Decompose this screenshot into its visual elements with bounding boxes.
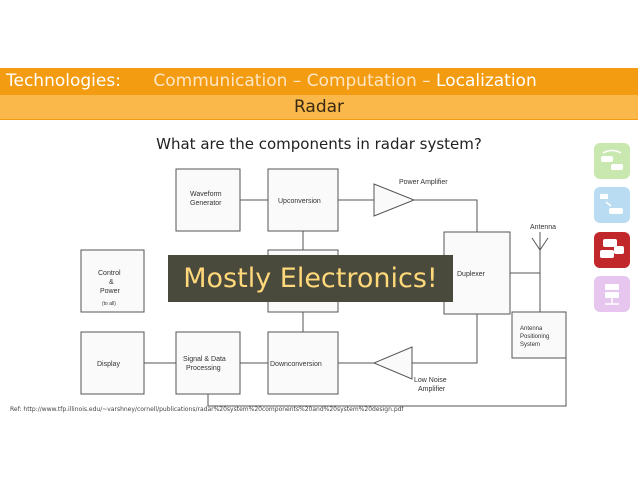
mostly-electronics-callout: Mostly Electronics! bbox=[168, 255, 453, 302]
control-box bbox=[80, 249, 145, 313]
antenna-pos-label: Antenna bbox=[520, 326, 543, 332]
header-nav: Technologies: Communication – Computatio… bbox=[6, 71, 537, 91]
signal-processing-box bbox=[175, 331, 241, 395]
control-label: Control bbox=[98, 270, 121, 277]
nav-separator: – bbox=[422, 71, 431, 91]
display-box bbox=[80, 331, 145, 395]
lna-label-2: Amplifier bbox=[418, 386, 446, 393]
signal-label: Signal & Data bbox=[183, 356, 226, 363]
header-band: Technologies: Communication – Computatio… bbox=[0, 68, 638, 120]
antenna-positioning-box bbox=[511, 311, 567, 359]
section-title: Radar bbox=[0, 95, 638, 119]
header-label: Technologies: bbox=[6, 71, 121, 91]
nav-communication[interactable]: Communication bbox=[153, 71, 288, 91]
downconversion-label: Downconversion bbox=[270, 361, 322, 368]
control-label-2: & bbox=[109, 279, 114, 286]
server-icon[interactable] bbox=[594, 276, 630, 312]
slide-question: What are the components in radar system? bbox=[156, 135, 482, 153]
display-label: Display bbox=[97, 361, 120, 368]
lna-symbol bbox=[372, 346, 413, 380]
reference-link[interactable]: Ref: http://www.tfp.illinois.edu/~varshn… bbox=[10, 406, 404, 413]
satellite-car-icon[interactable] bbox=[594, 187, 630, 223]
nav-localization[interactable]: Localization bbox=[436, 71, 537, 91]
power-amplifier-symbol bbox=[373, 183, 416, 217]
signal-label-2: Processing bbox=[186, 365, 221, 372]
waveform-label-2: Generator bbox=[190, 200, 222, 207]
upconversion-box bbox=[267, 168, 339, 232]
waveform-label: Waveform bbox=[190, 191, 222, 198]
antenna-label: Antenna bbox=[530, 224, 556, 231]
antenna-pos-label-3: System bbox=[520, 342, 540, 348]
lna-label: Low Noise bbox=[414, 377, 447, 384]
duplexer-label: Duplexer bbox=[457, 271, 486, 278]
cars-icon[interactable] bbox=[594, 232, 630, 268]
network-cars-icon[interactable] bbox=[594, 143, 630, 179]
control-label-3: Power bbox=[100, 288, 121, 295]
top-whitespace bbox=[0, 0, 638, 68]
power-amplifier-label: Power Amplifier bbox=[399, 179, 448, 186]
control-note: (to all) bbox=[102, 301, 116, 307]
nav-separator: – bbox=[292, 71, 302, 91]
nav-computation[interactable]: Computation bbox=[306, 71, 417, 91]
downconversion-box bbox=[267, 331, 339, 395]
upconversion-label: Upconversion bbox=[278, 198, 321, 205]
antenna-pos-label-2: Positioning bbox=[520, 334, 549, 340]
